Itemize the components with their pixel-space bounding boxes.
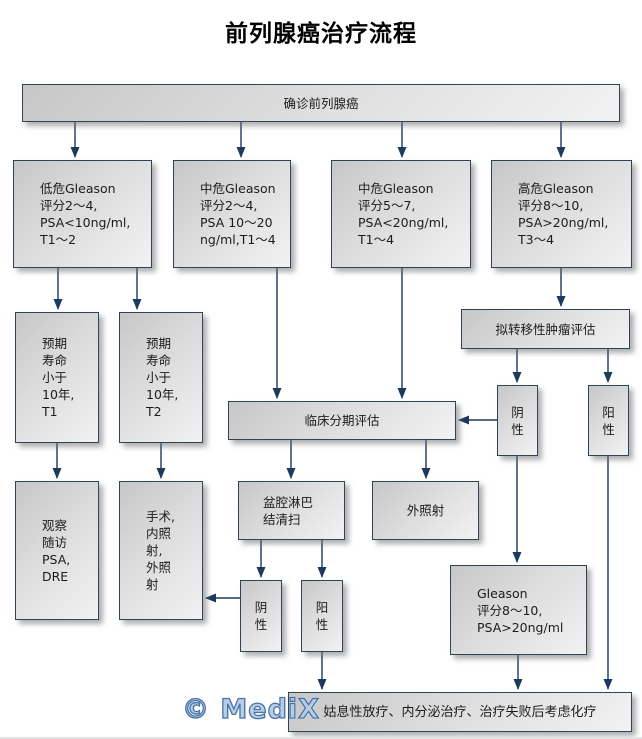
node-metastasis-evaluation: 拟转移性肿瘤评估 (461, 309, 630, 349)
node-external-beam-radiation: 外照射 (372, 481, 479, 540)
node-label: 中危Gleason 评分2～4, PSA 10～20 ng/ml,T1～4 (200, 181, 276, 247)
node-intermediate-risk-gleason-2-4: 中危Gleason 评分2～4, PSA 10～20 ng/ml,T1～4 (173, 160, 291, 268)
node-label: Gleason 评分8～10, PSA>20ng/ml (477, 585, 564, 635)
node-clinical-staging-evaluation: 临床分期评估 (228, 401, 456, 440)
node-label: 确诊前列腺癌 (283, 95, 359, 111)
node-label: 阴 性 (511, 404, 524, 437)
node-label: 阳 性 (315, 600, 329, 632)
node-low-risk-gleason: 低危Gleason 评分2～4, PSA<10ng/ml, T1～2 (13, 160, 152, 268)
node-label: 阴 性 (254, 600, 268, 632)
node-positive-right: 阳 性 (588, 385, 629, 456)
node-label: 低危Gleason 评分2～4, PSA<10ng/ml, T1～2 (40, 181, 131, 247)
node-label: 观察 随访 PSA, DRE (42, 517, 71, 584)
node-life-expectancy-t1: 预期 寿命 小于 10年, T1 (15, 312, 99, 443)
node-label: 姑息性放疗、内分泌治疗、治疗失败后考虑化疗 (323, 704, 597, 720)
node-label: 预期 寿命 小于 10年, T2 (146, 336, 179, 419)
node-label: 外照射 (406, 503, 445, 518)
node-negative-right: 阴 性 (497, 385, 538, 456)
node-label: 手术, 内照 射, 外照 射 (146, 509, 175, 592)
node-label: 拟转移性肿瘤评估 (495, 321, 596, 337)
node-surgery-radiation: 手术, 内照 射, 外照 射 (119, 481, 203, 620)
node-label: 盆腔淋巴 结清扫 (263, 494, 314, 527)
node-label: 预期 寿命 小于 10年, T1 (42, 336, 75, 419)
node-label: 临床分期评估 (304, 413, 380, 428)
node-negative-small: 阴 性 (240, 580, 282, 652)
node-pelvic-lymph-dissection: 盆腔淋巴 结清扫 (238, 481, 345, 540)
node-label: 高危Gleason 评分8～10, PSA>20ng/ml, T3～4 (518, 181, 609, 247)
node-confirmed-prostate-cancer: 确诊前列腺癌 (22, 84, 620, 122)
medix-logo: © MediX (181, 693, 320, 725)
node-observation-followup: 观察 随访 PSA, DRE (15, 481, 99, 620)
node-positive-small: 阳 性 (301, 580, 343, 652)
node-gleason-8-10-psa-20: Gleason 评分8～10, PSA>20ng/ml (450, 565, 587, 655)
node-palliative-treatment: 姑息性放疗、内分泌治疗、治疗失败后考虑化疗 (288, 692, 632, 732)
node-high-risk-gleason: 高危Gleason 评分8～10, PSA>20ng/ml, T3～4 (491, 160, 632, 268)
page-title: 前列腺癌治疗流程 (225, 21, 417, 47)
node-life-expectancy-t2: 预期 寿命 小于 10年, T2 (119, 312, 203, 443)
node-intermediate-risk-gleason-5-7: 中危Gleason 评分5～7, PSA<20ng/ml, T1～4 (331, 160, 471, 268)
node-label: 阳 性 (602, 404, 615, 437)
node-label: 中危Gleason 评分5～7, PSA<20ng/ml, T1～4 (358, 181, 449, 247)
